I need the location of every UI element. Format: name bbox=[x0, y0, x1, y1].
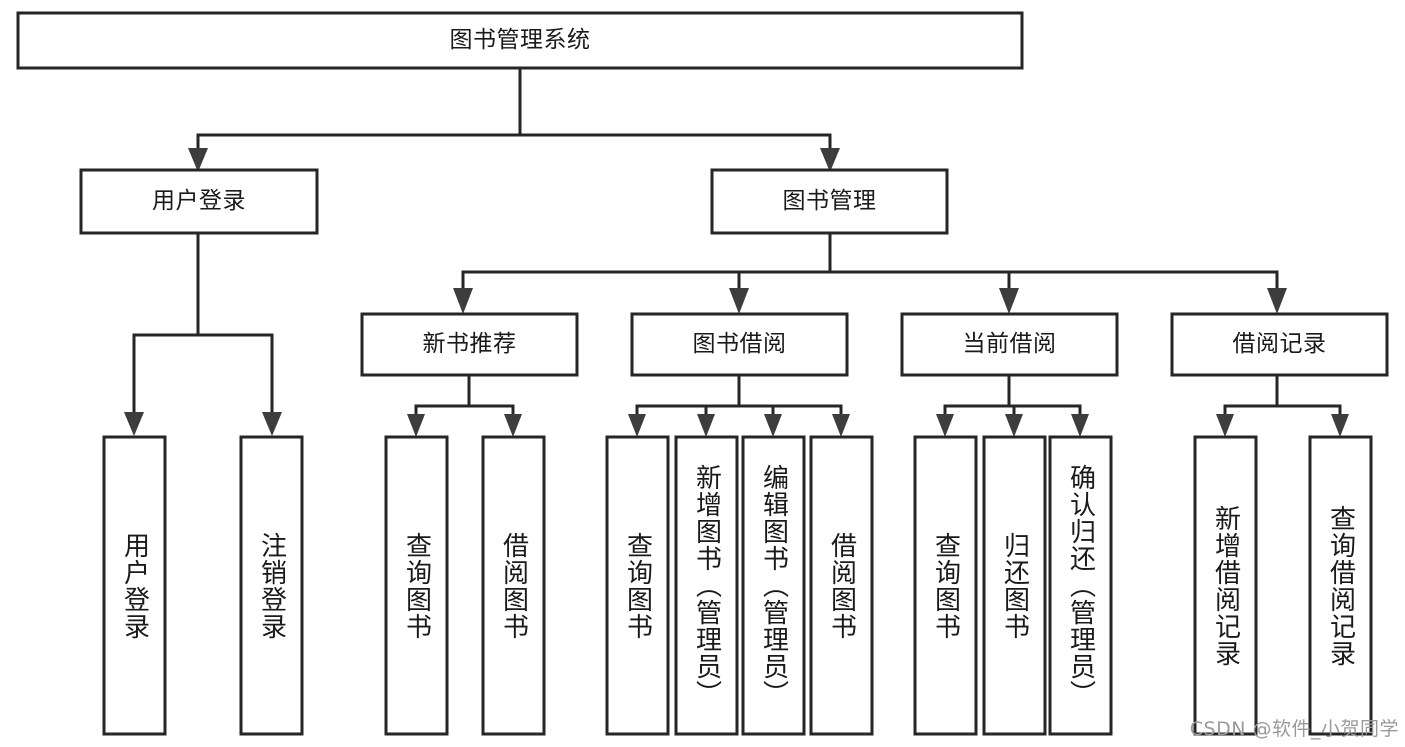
node-box-leaf-query-book-1[interactable] bbox=[384, 435, 449, 736]
arrowhead-leaf-query-record bbox=[1331, 414, 1349, 437]
arrowhead-leaf-confirm-return bbox=[1071, 414, 1089, 437]
node-box-current-borrow[interactable] bbox=[900, 312, 1119, 377]
arrowhead-leaf-add-book bbox=[697, 414, 715, 437]
node-box-leaf-return-book[interactable] bbox=[982, 435, 1047, 736]
node-box-leaf-edit-book[interactable] bbox=[741, 435, 806, 736]
node-box-book-borrow[interactable] bbox=[630, 312, 849, 377]
arrowhead-leaf-query-book-2 bbox=[628, 414, 646, 437]
arrowhead-book-management bbox=[820, 148, 840, 172]
arrowhead-leaf-edit-book bbox=[764, 414, 782, 437]
node-box-leaf-add-record[interactable] bbox=[1193, 435, 1258, 736]
node-box-leaf-add-book[interactable] bbox=[674, 435, 739, 736]
node-box-leaf-query-book-3[interactable] bbox=[913, 435, 978, 736]
arrowhead-group bbox=[124, 148, 1349, 437]
node-box-leaf-borrow-book-1[interactable] bbox=[481, 435, 546, 736]
arrowhead-book-borrow bbox=[729, 288, 749, 314]
arrowhead-leaf-query-book-3 bbox=[936, 414, 954, 437]
node-box-leaf-logout-login[interactable] bbox=[239, 435, 304, 736]
node-box-book-management[interactable] bbox=[710, 168, 949, 235]
node-box-new-book-recommend[interactable] bbox=[360, 312, 579, 377]
arrowhead-leaf-add-record bbox=[1216, 414, 1234, 437]
arrowhead-borrow-record bbox=[1267, 288, 1287, 314]
arrowhead-leaf-logout-login bbox=[262, 412, 282, 436]
connector-group bbox=[132, 66, 1342, 416]
arrowhead-leaf-return-book bbox=[1005, 414, 1023, 437]
arrowhead-leaf-borrow-book-1 bbox=[504, 414, 522, 437]
arrowhead-current-borrow bbox=[999, 288, 1019, 314]
arrowhead-user-login bbox=[188, 148, 208, 172]
node-box-borrow-record[interactable] bbox=[1170, 312, 1389, 377]
node-box-leaf-query-record[interactable] bbox=[1308, 435, 1373, 736]
arrowhead-new-book-recommend bbox=[453, 288, 473, 314]
node-box-leaf-borrow-book-2[interactable] bbox=[809, 435, 874, 736]
watermark-text: CSDN @软件_小贺同学 bbox=[1189, 718, 1399, 740]
arrowhead-leaf-query-book-1 bbox=[407, 414, 425, 437]
node-box-leaf-confirm-return[interactable] bbox=[1048, 435, 1113, 736]
node-box-root[interactable] bbox=[16, 11, 1024, 70]
node-box-group bbox=[16, 11, 1389, 736]
arrowhead-leaf-user-login bbox=[124, 412, 144, 436]
arrowhead-leaf-borrow-book-2 bbox=[832, 414, 850, 437]
node-box-leaf-user-login[interactable] bbox=[102, 435, 167, 736]
node-box-leaf-query-book-2[interactable] bbox=[605, 435, 670, 736]
node-box-user-login[interactable] bbox=[79, 168, 319, 235]
